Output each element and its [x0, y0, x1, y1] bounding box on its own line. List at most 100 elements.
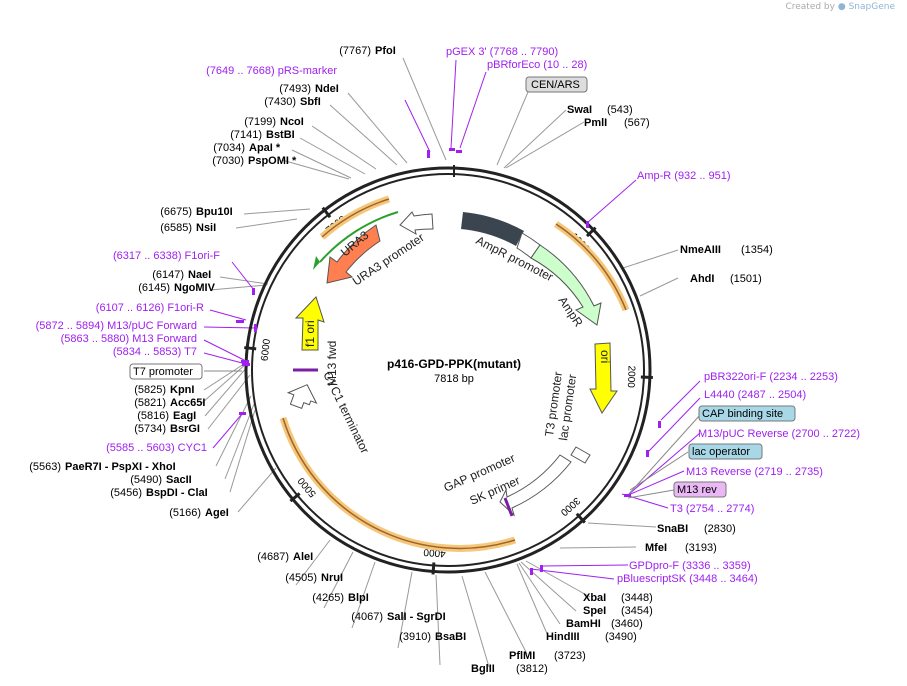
primer-5863-5880-m13-forward: (5863 .. 5880) M13 Forward [61, 333, 197, 345]
enzyme-pos-paer7i-pspxi-xhoi: (5563) [29, 461, 61, 473]
enzyme-pos-xbai: (3448) [621, 592, 653, 604]
left-enzyme-labels: (7767)PfoI(7493)NdeI(7430)SbfI(7199)NcoI… [29, 45, 396, 519]
enzyme-alei: AleI [293, 551, 313, 563]
label-f1-ori: f1 ori [303, 320, 317, 347]
enzyme-bglii: BglII [471, 663, 495, 675]
enzyme-agei: AgeI [205, 507, 229, 519]
boxed-t7-promoter: T7 promoter [133, 366, 193, 378]
tick-7000 [321, 206, 332, 219]
enzyme-acc65i: Acc65I [170, 397, 205, 409]
orf-arcs [279, 195, 630, 552]
enzyme-pos-eagi: (5816) [137, 410, 169, 422]
primer-gpdpro-f-3336-3359: GPDpro-F (3336 .. 3359) [629, 560, 751, 572]
enzyme-pos-bglii: (3812) [516, 663, 548, 675]
ura3-orf-line [319, 211, 399, 263]
boxed-cap-binding-site: CAP binding site [702, 408, 783, 420]
enzyme-pos-agei: (5166) [169, 507, 201, 519]
enzyme-blpi: BlpI [348, 592, 369, 604]
enzyme-pos-bamhi: (3460) [611, 618, 643, 630]
feature-ampr [530, 244, 602, 326]
enzyme-pos-kpni: (5825) [134, 384, 166, 396]
enzyme-bamhi: BamHI [566, 618, 601, 630]
tick-3000 [575, 512, 586, 524]
primer-6107-6126-f1ori-r: (6107 .. 6126) F1ori-R [96, 302, 204, 314]
boxed-feature-labels: CEN/ARS T7 promoter CAP binding site lac… [129, 76, 796, 498]
label-m13-fwd: M13 fwd [325, 341, 339, 386]
primer-5585-5603-cyc1: (5585 .. 5603) CYC1 [106, 442, 207, 454]
enzyme-bpu10i: Bpu10I [196, 206, 233, 218]
enzyme-bstbi: BstBI [266, 129, 295, 141]
enzyme-pos-pmli: (567) [624, 117, 650, 129]
enzyme-naei: NaeI [188, 269, 211, 281]
enzyme-pspomi: PspOMI * [248, 155, 297, 167]
primer-l4440-2487-2504: L4440 (2487 .. 2504) [704, 389, 806, 401]
enzyme-pos-ngomiv: (6145) [138, 282, 170, 294]
boxed-lac-operator: lac operator [692, 446, 750, 458]
enzyme-paer7i-pspxi-xhoi: PaeR7I - PspXI - XhoI [65, 461, 176, 473]
enzyme-nrui: NruI [321, 572, 343, 584]
enzyme-apai: ApaI * [249, 142, 281, 154]
primer-5872-5894-m13-puc-forward: (5872 .. 5894) M13/pUC Forward [36, 320, 197, 332]
feature-sk-primer [503, 497, 514, 517]
primer-pbluescriptsk-3448-3464: pBluescriptSK (3448 .. 3464) [617, 573, 758, 585]
enzyme-pos-pflmi: (3723) [554, 650, 586, 662]
bottom-enzyme-labels: XbaI(3448)SpeI(3454)BamHI(3460)HindIII(3… [257, 551, 653, 675]
enzyme-nmeaiii: NmeAIII [680, 244, 721, 256]
enzyme-pos-ahdi: (1501) [730, 273, 762, 285]
enzyme-pos-ncoi: (7199) [244, 116, 276, 128]
top-primer-labels: pGEX 3' (7768 .. 7790)pBRforEco (10 .. 2… [446, 46, 587, 71]
feature-cyc1-terminator [286, 384, 318, 409]
enzyme-pos-mfei: (3193) [685, 542, 717, 554]
enzyme-pos-spei: (3454) [621, 605, 653, 617]
enzyme-sacii: SacII [166, 474, 192, 486]
enzyme-bsrgi: BsrGI [170, 423, 200, 435]
enzyme-pos-acc65i: (5821) [134, 397, 166, 409]
enzyme-hindiii: HindIII [546, 631, 580, 643]
enzyme-pos-bsabi: (3910) [399, 631, 431, 643]
enzyme-snabi: SnaBI [657, 523, 688, 535]
enzyme-sali-sgrdi: SalI - SgrDI [387, 611, 446, 623]
boxed-m13-rev: M13 rev [677, 484, 717, 496]
enzyme-pos-pfoi: (7767) [339, 45, 371, 57]
primer-t3-2754-2774: T3 (2754 .. 2774) [670, 503, 754, 515]
primer-m13-reverse-2719-2735: M13 Reverse (2719 .. 2735) [686, 466, 823, 478]
primer-m13-puc-reverse-2700-2722: M13/pUC Reverse (2700 .. 2722) [698, 428, 860, 440]
feature-lac-promoter [570, 446, 591, 464]
snapgene-watermark: Created by ● SnapGene [785, 2, 895, 12]
boxed-cen-ars: CEN/ARS [531, 79, 580, 91]
watermark-prefix: Created by [785, 2, 835, 12]
primer-7649-7668-prs-marker: (7649 .. 7668) pRS-marker [206, 65, 337, 77]
label-leader-lines [201, 57, 679, 668]
enzyme-pos-apai: (7034) [213, 142, 245, 154]
enzyme-pfoi: PfoI [375, 45, 396, 57]
tick-label-2000: 2000 [625, 365, 637, 388]
primer-leader-lines [203, 59, 701, 580]
enzyme-pos-ndei: (7493) [279, 83, 311, 95]
enzyme-pos-nmeaiii: (1354) [741, 244, 773, 256]
tick-5000 [289, 492, 301, 503]
enzyme-pos-nsii: (6585) [160, 222, 192, 234]
enzyme-pos-hindiii: (3490) [605, 631, 637, 643]
plasmid-name: p416-GPD-PPK(mutant) [387, 357, 521, 371]
watermark-brand: SnapGene [848, 2, 895, 12]
feature-arrows [286, 211, 618, 517]
enzyme-pos-swai: (543) [607, 104, 633, 116]
feature-gap-promoter [499, 454, 572, 517]
left-primer-labels: (7649 .. 7668) pRS-marker (6317 .. 6338) … [36, 65, 338, 454]
enzyme-ndei: NdeI [315, 83, 339, 95]
label-ori: ori [598, 350, 612, 363]
feature-ura3-promoter [399, 211, 434, 236]
enzyme-pos-snabi: (2830) [704, 523, 736, 535]
feature-ori [589, 342, 618, 414]
primer-pgex-3-7768-7790: pGEX 3' (7768 .. 7790) [446, 46, 558, 58]
enzyme-mfei: MfeI [645, 542, 667, 554]
enzyme-pos-bpu10i: (6675) [160, 206, 192, 218]
enzyme-pflmi: PflMI [509, 650, 535, 662]
primer-pbrforeco-10-28: pBRforEco (10 .. 28) [487, 59, 587, 71]
primer-6317-6338-f1ori-f: (6317 .. 6338) F1ori-F [113, 250, 220, 262]
enzyme-nsii: NsiI [196, 222, 216, 234]
enzyme-pos-sacii: (5490) [130, 474, 162, 486]
right-enzyme-labels: SwaI(543)PmlI(567)NmeAIII(1354)AhdI(1501… [567, 104, 773, 554]
enzyme-pos-blpi: (4265) [312, 592, 344, 604]
